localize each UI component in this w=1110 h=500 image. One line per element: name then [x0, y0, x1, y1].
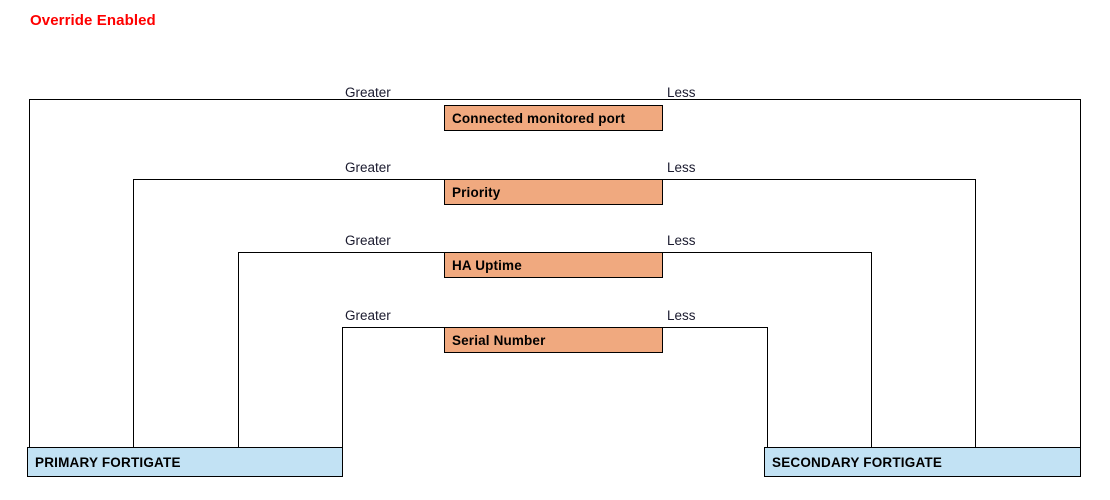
connector-v-left-row1: [29, 99, 30, 449]
greater-label-row1: Greater: [345, 85, 391, 100]
device-box-secondary-fortigate[interactable]: SECONDARY FORTIGATE: [764, 447, 1081, 477]
connector-v-right-row3: [871, 252, 872, 449]
less-label-row4: Less: [667, 308, 696, 323]
criteria-box-serial-number[interactable]: Serial Number: [444, 327, 663, 353]
connector-v-right-row4: [767, 327, 768, 449]
connector-v-left-row3: [238, 252, 239, 449]
less-label-row2: Less: [667, 160, 696, 175]
greater-label-row3: Greater: [345, 233, 391, 248]
criteria-box-ha-uptime[interactable]: HA Uptime: [444, 252, 663, 278]
page-title: Override Enabled: [30, 12, 156, 29]
less-label-row1: Less: [667, 85, 696, 100]
connector-h-row1: [29, 99, 1081, 100]
device-box-primary-fortigate[interactable]: PRIMARY FORTIGATE: [27, 447, 343, 477]
criteria-box-connected-monitored-port[interactable]: Connected monitored port: [444, 105, 663, 131]
greater-label-row4: Greater: [345, 308, 391, 323]
connector-v-left-row4: [342, 327, 343, 449]
greater-label-row2: Greater: [345, 160, 391, 175]
connector-v-right-row1: [1080, 99, 1081, 449]
connector-v-right-row2: [975, 179, 976, 449]
connector-v-left-row2: [133, 179, 134, 449]
criteria-box-priority[interactable]: Priority: [444, 179, 663, 205]
less-label-row3: Less: [667, 233, 696, 248]
